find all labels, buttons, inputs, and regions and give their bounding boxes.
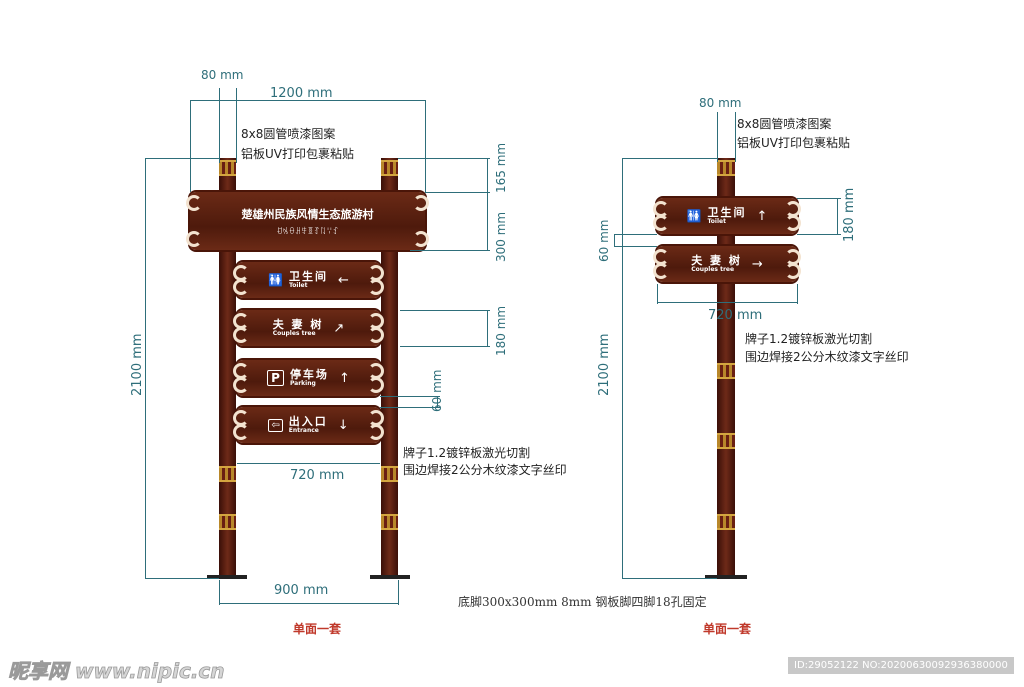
dim-sign-width: 720 mm xyxy=(290,468,345,483)
dim-line xyxy=(400,346,490,347)
dim-line xyxy=(657,284,658,304)
left-post-2 xyxy=(381,158,398,578)
dim-line xyxy=(145,578,219,579)
arrow-left-icon: ← xyxy=(338,272,349,288)
dim-line xyxy=(622,578,717,579)
sign-en: Toilet xyxy=(707,217,726,225)
dim-line xyxy=(400,310,490,311)
sign-cn: 出入口 xyxy=(288,414,328,428)
note-sign-finish: 围边焊接2公分木纹漆文字丝印 xyxy=(403,463,567,477)
dim-gap: 60 mm xyxy=(430,369,444,412)
dim-line xyxy=(797,234,841,235)
watermark-id: ID:29052122 NO:20200630092936380000 xyxy=(788,657,1014,674)
note-sign-finish: 围边焊接2公分木纹漆文字丝印 xyxy=(745,350,909,364)
dim-line xyxy=(237,463,380,464)
title-cn: 楚雄州民族风情生态旅游村 xyxy=(241,208,374,221)
sign-en: Couples tree xyxy=(272,329,316,337)
note-post: 8x8圆管喷漆图案 xyxy=(737,117,832,131)
dim-line xyxy=(380,396,440,397)
footer-left: 单面一套 xyxy=(293,622,342,636)
footer-right: 单面一套 xyxy=(703,622,752,636)
title-yi: ꀀꁱꂷꃅꄜꅉꆈꇁꈌꉘ xyxy=(276,227,339,236)
base-note: 底脚300x300mm 8mm 钢板脚四脚18孔固定 xyxy=(458,595,707,609)
dim-line xyxy=(425,192,490,193)
dim-line xyxy=(837,198,838,234)
dim-height: 2100 mm xyxy=(130,333,145,396)
dim-line xyxy=(219,603,398,604)
sign-cn: 卫生间 xyxy=(707,205,747,219)
dim-base-width: 900 mm xyxy=(274,583,329,598)
sign-cn: 夫 妻 树 xyxy=(691,253,742,267)
dim-line xyxy=(717,112,718,162)
dim-gap: 60 mm xyxy=(597,219,611,262)
arrow-up-icon: ↑ xyxy=(338,370,350,386)
base-plate xyxy=(705,575,747,579)
sign-en: Toilet xyxy=(289,281,308,289)
dim-line xyxy=(735,112,736,162)
base-plate xyxy=(370,575,410,579)
arrow-up-icon: ↑ xyxy=(756,208,768,224)
dim-height: 2100 mm xyxy=(597,333,612,396)
dim-line xyxy=(614,246,657,247)
dim-line xyxy=(487,158,488,250)
entrance-icon: ⇦ xyxy=(268,418,283,432)
dim-line xyxy=(398,158,490,159)
dim-post-width: 80 mm xyxy=(699,96,742,110)
dim-line xyxy=(219,580,220,605)
sign-en: Entrance xyxy=(288,426,319,434)
dim-line xyxy=(410,250,490,251)
arrow-up-right-icon: ↗ xyxy=(333,320,345,336)
toilet-icon: 🚻 xyxy=(268,273,284,287)
dim-line xyxy=(614,234,615,246)
dim-sign-height: 180 mm xyxy=(842,187,857,242)
sign-en: Couples tree xyxy=(691,265,735,273)
note-board: 铝板UV打印包裹粘贴 xyxy=(241,147,354,161)
note-sign-material: 牌子1.2镀锌板激光切割 xyxy=(745,332,873,346)
note-board: 铝板UV打印包裹粘贴 xyxy=(737,136,850,150)
dim-line xyxy=(487,310,488,346)
parking-icon: P xyxy=(267,370,284,386)
dim-line xyxy=(190,100,191,192)
dim-line xyxy=(622,158,623,578)
arrow-right-icon: → xyxy=(751,256,763,272)
dim-line xyxy=(145,158,219,159)
dim-line xyxy=(622,158,717,159)
dim-total-width: 1200 mm xyxy=(270,86,333,101)
dim-board: 300 mm xyxy=(494,211,508,262)
dim-line xyxy=(797,198,841,199)
dim-line xyxy=(657,302,797,303)
dim-line xyxy=(190,100,425,101)
sign-en: Parking xyxy=(289,379,316,387)
dim-post-width: 80 mm xyxy=(201,68,244,82)
dim-top: 165 mm xyxy=(494,142,508,193)
base-plate xyxy=(207,575,247,579)
dim-line xyxy=(380,407,440,408)
watermark-logo: 昵享网 www.nipic.cn xyxy=(8,659,225,684)
dim-line xyxy=(437,396,438,407)
sign-cn: 停车场 xyxy=(289,367,329,381)
sign-cn: 夫 妻 树 xyxy=(272,317,324,331)
main-title-board: 楚雄州民族风情生态旅游村 ꀀꁱꂷꃅꄜꅉꆈꇁꈌꉘ xyxy=(186,192,429,250)
toilet-icon: 🚻 xyxy=(686,209,702,223)
left-post-1 xyxy=(219,158,236,578)
dim-line xyxy=(797,284,798,304)
dim-line xyxy=(425,100,426,192)
dim-sign-height: 180 mm xyxy=(494,305,508,356)
note-post: 8x8圆管喷漆图案 xyxy=(241,127,336,141)
dim-line xyxy=(614,234,657,235)
sign-cn: 卫生间 xyxy=(289,269,329,283)
note-sign-material: 牌子1.2镀锌板激光切割 xyxy=(403,446,531,460)
dim-sign-width: 720 mm xyxy=(708,308,763,323)
dim-line xyxy=(145,158,146,578)
arrow-down-icon: ↓ xyxy=(337,417,349,433)
dim-line xyxy=(398,580,399,605)
dim-line xyxy=(219,88,220,163)
dim-line xyxy=(236,88,237,163)
